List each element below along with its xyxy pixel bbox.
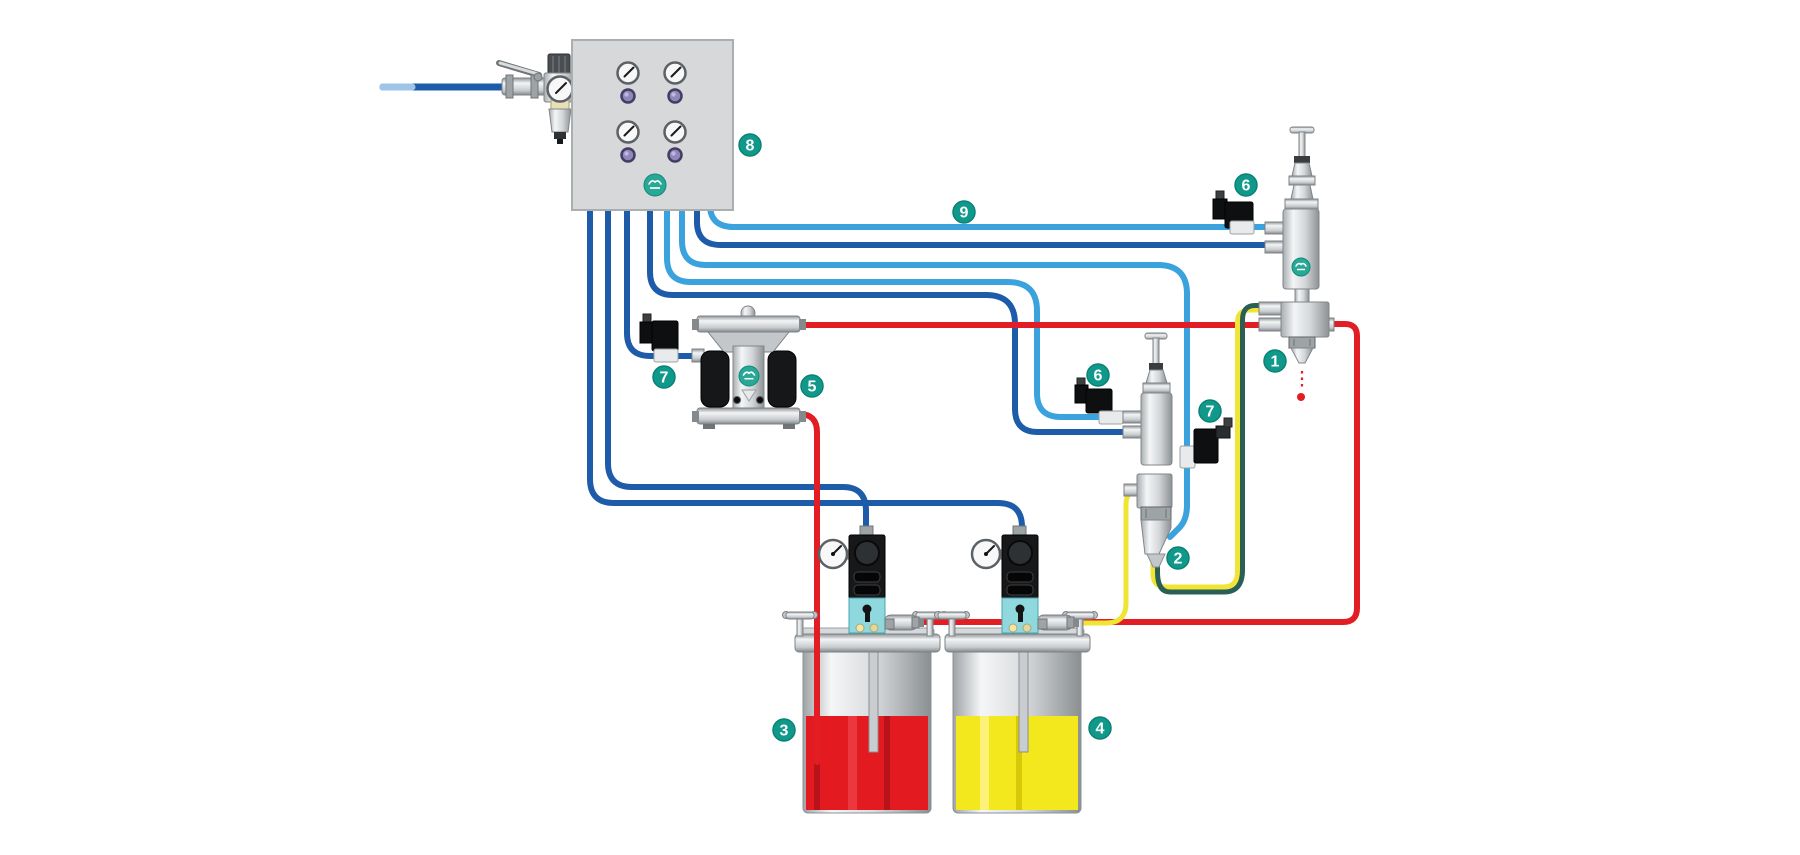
tank-wing-bolt [782, 611, 818, 637]
svg-text:6: 6 [1242, 178, 1251, 195]
solenoid-valve-6a [1212, 190, 1255, 235]
callout-6-solenoid: 6 [1086, 363, 1110, 387]
panel-gauge-1 [616, 61, 640, 85]
dispensing-valve-2 [1122, 332, 1173, 568]
panel-gauge-3 [616, 120, 640, 144]
air-line-valve1-upper-9 [707, 202, 1271, 230]
panel-gauge-2 [663, 61, 687, 85]
callout-1-dispensing-valve: 1 [1263, 349, 1287, 373]
callout-3-red-tank: 3 [772, 718, 796, 742]
solenoid-valve-6b [1074, 377, 1124, 425]
panel-knob-4 [667, 147, 683, 163]
panel-knob-1 [620, 88, 636, 104]
material-line-return [917, 321, 1360, 625]
filter-bowl [548, 108, 572, 133]
tank3-regulator [817, 525, 895, 634]
dispensing-valve-1 [1258, 126, 1335, 364]
callout-4-yellow-tank: 4 [1088, 716, 1112, 740]
solenoid-valve-7b [1179, 417, 1233, 469]
tank-lid [794, 633, 941, 653]
callout-8-control-panel: 8 [738, 133, 762, 157]
inlet-ball-valve [496, 60, 547, 99]
panel-gauge-4 [663, 120, 687, 144]
air-line-tank3-regulator [605, 205, 869, 533]
svg-text:5: 5 [808, 379, 817, 396]
callout-2-dispensing-valve: 2 [1166, 546, 1190, 570]
diaphragm-pump [691, 305, 806, 429]
svg-text:4: 4 [1096, 721, 1105, 738]
svg-text:3: 3 [780, 723, 789, 740]
callout-7-solenoid: 7 [1198, 399, 1222, 423]
svg-text:6: 6 [1094, 368, 1103, 385]
svg-text:7: 7 [660, 370, 669, 387]
tank-lid [944, 633, 1091, 653]
control-panel [571, 39, 734, 211]
solenoid-valve-pump [639, 313, 679, 363]
callout-7-solenoid: 7 [652, 365, 676, 389]
air-line-valve2-lower [647, 205, 1129, 435]
tank-wing-bolt [934, 611, 970, 637]
pressure-tank-red [794, 627, 941, 814]
material-line-yellow-supply [1075, 487, 1144, 626]
svg-text:8: 8 [746, 138, 755, 155]
drip-droplet [1297, 393, 1305, 401]
brand-logo [738, 365, 760, 387]
red-fluid [806, 716, 928, 810]
svg-text:9: 9 [960, 205, 969, 222]
air-line-valve2-upper [664, 205, 1129, 420]
svg-text:2: 2 [1174, 551, 1183, 568]
callout-6-solenoid: 6 [1234, 173, 1258, 197]
tank-dip-tube [868, 651, 879, 753]
callout-5-pump: 5 [800, 374, 824, 398]
panel-knob-2 [667, 88, 683, 104]
svg-text:7: 7 [1206, 404, 1215, 421]
air-line-valve1-lower [694, 205, 1271, 248]
air-line-tank4-regulator [587, 205, 1025, 533]
panel-knob-3 [620, 147, 636, 163]
brand-logo [643, 173, 667, 197]
material-line-green-out [1155, 303, 1265, 595]
dispense-nozzle [1290, 347, 1314, 364]
brand-logo [1291, 257, 1311, 277]
air-line-valve2-actuator [679, 205, 1190, 540]
air-line-pump-pilot [624, 205, 703, 359]
tank4-regulator [970, 525, 1048, 634]
pressure-tank-yellow [944, 627, 1091, 814]
callout-9-air-line: 9 [952, 200, 976, 224]
tank-dip-tube [1018, 651, 1029, 753]
svg-text:1: 1 [1271, 354, 1280, 371]
